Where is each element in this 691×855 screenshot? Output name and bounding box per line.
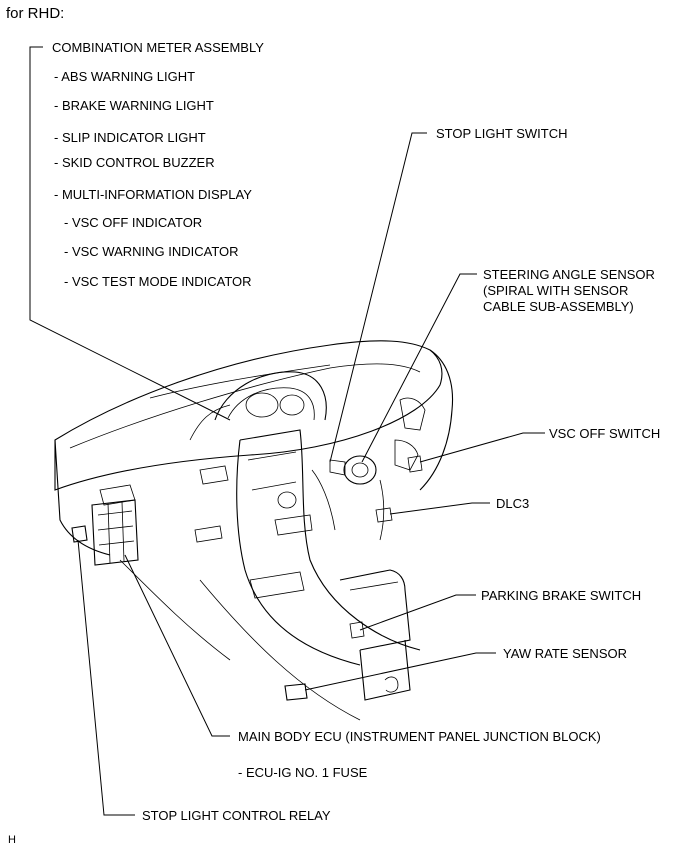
label-skid-control-buzzer: - SKID CONTROL BUZZER [54, 155, 215, 170]
leader-combination-meter [29, 46, 231, 421]
label-parking-brake-switch: PARKING BRAKE SWITCH [481, 588, 642, 603]
label-abs-warning-light: - ABS WARNING LIGHT [54, 69, 196, 84]
label-slip-indicator-light: - SLIP INDICATOR LIGHT [54, 130, 206, 145]
yaw-rate-sensor-shape [284, 683, 308, 701]
label-vsc-off-indicator: - VSC OFF INDICATOR [64, 215, 203, 230]
label-vsc-off-switch: VSC OFF SWITCH [549, 426, 661, 441]
leader-dlc3 [389, 502, 490, 515]
dashboard-outline [54, 340, 443, 491]
label-main-body-ecu: MAIN BODY ECU (INSTRUMENT PANEL JUNCTION… [238, 729, 601, 744]
label-steering-angle-sensor-line2: (SPIRAL WITH SENSOR [483, 283, 629, 298]
label-steering-angle-sensor-line3: CABLE SUB-ASSEMBLY) [483, 299, 634, 314]
label-yaw-rate-sensor: YAW RATE SENSOR [503, 646, 627, 661]
instrument-cluster-hood [214, 371, 327, 421]
label-brake-warning-light: - BRAKE WARNING LIGHT [54, 98, 214, 113]
label-multi-information-display: - MULTI-INFORMATION DISPLAY [54, 187, 252, 202]
label-steering-angle-sensor-line1: STEERING ANGLE SENSOR [483, 267, 655, 282]
leader-steering-angle-sensor [361, 273, 477, 463]
label-stop-light-switch: STOP LIGHT SWITCH [436, 126, 568, 141]
leader-stop-light-control-relay [77, 539, 135, 816]
label-dlc3: DLC3 [496, 496, 530, 511]
leader-main-body-ecu [124, 554, 230, 737]
label-combination-meter: COMBINATION METER ASSEMBLY [52, 40, 264, 55]
leader-parking-brake-switch [359, 594, 476, 631]
leader-vsc-off-switch [419, 432, 545, 463]
label-ecu-ig-fuse: - ECU-IG NO. 1 FUSE [238, 765, 368, 780]
footer-code: H [8, 834, 16, 846]
leader-yaw-rate-sensor [304, 652, 496, 691]
center-console [239, 429, 421, 651]
label-stop-light-control-relay: STOP LIGHT CONTROL RELAY [142, 808, 331, 823]
leader-stop-light-switch [329, 132, 427, 463]
label-vsc-warning-indicator: - VSC WARNING INDICATOR [64, 244, 239, 259]
label-vsc-test-mode-indicator: - VSC TEST MODE INDICATOR [64, 274, 252, 289]
junction-block-shape [91, 499, 139, 566]
diagram-header: for RHD: [6, 5, 65, 22]
